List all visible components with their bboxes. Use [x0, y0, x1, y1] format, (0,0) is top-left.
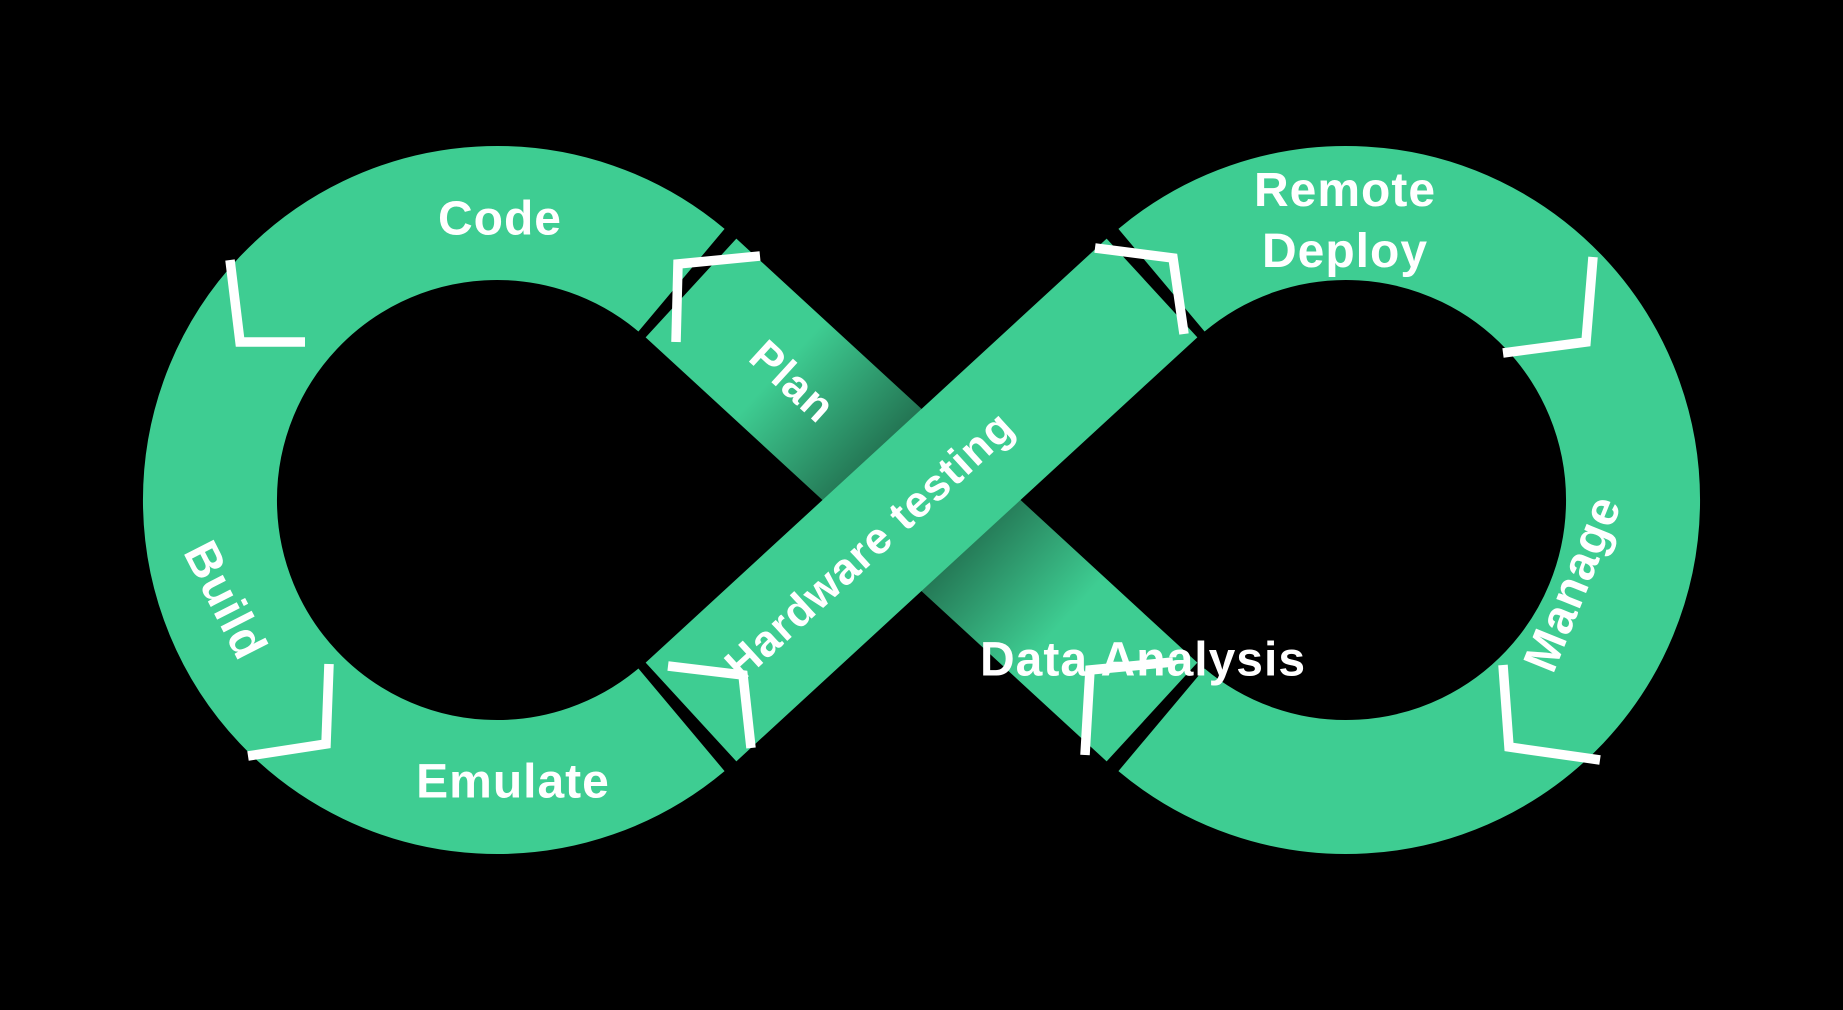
- left-loop-ring: [143, 146, 725, 854]
- right-loop-ring: [1118, 146, 1700, 854]
- flow-chevron-data-analysis-plan: [1080, 657, 1174, 756]
- flow-chevron-build-emulate: [247, 663, 334, 761]
- stage-label-code: Code: [438, 192, 562, 246]
- flow-chevron-plan-code: [671, 251, 761, 343]
- flow-chevron-hardware-testing-remote-deploy: [1094, 243, 1189, 335]
- flow-chevron-remote-deploy-manage: [1502, 256, 1598, 358]
- stage-label-emulate: Emulate: [416, 755, 610, 809]
- stage-label-remote-deploy: Remote Deploy: [1253, 164, 1437, 278]
- flow-chevron-manage-data-analysis: [1498, 664, 1601, 765]
- hardware-testing-band: [645, 238, 1198, 762]
- stage-label-data-analysis: Data Analysis: [979, 633, 1307, 687]
- flow-chevron-emulate-hardware-testing: [667, 661, 756, 749]
- flow-chevron-code-build: [225, 259, 305, 347]
